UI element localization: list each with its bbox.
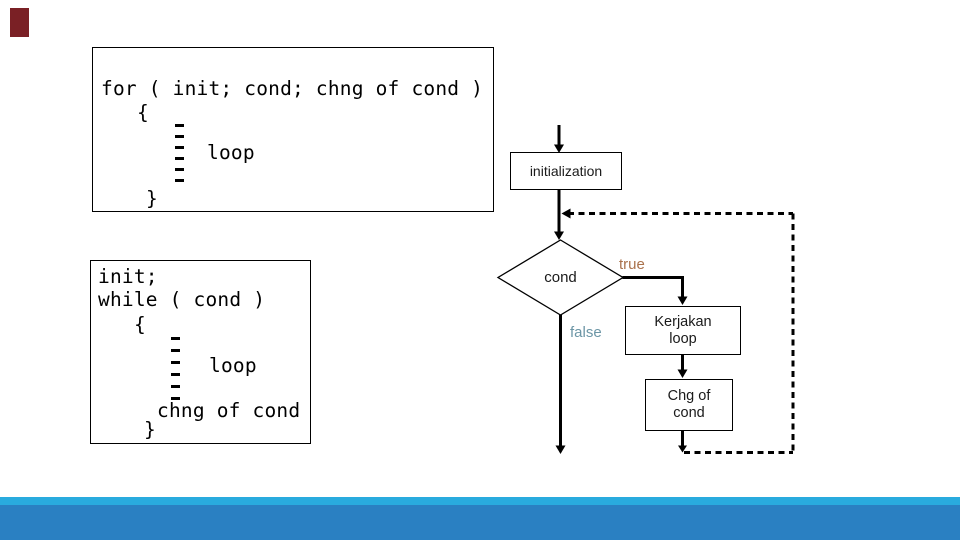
code-dash: [171, 337, 180, 340]
accent-rect: [10, 8, 29, 37]
code-dash: [171, 397, 180, 400]
while-init-line: init;: [98, 265, 158, 288]
arrowheads: [554, 144, 688, 454]
change-cond-box: Chg of cond: [645, 379, 733, 431]
code-dash: [175, 179, 184, 182]
while-close-brace: }: [144, 418, 156, 441]
true-branch-label: true: [619, 256, 645, 273]
code-dash: [175, 135, 184, 138]
code-dash: [175, 124, 184, 127]
code-dash: [171, 349, 180, 352]
loop-body-box: Kerjakan loop: [625, 306, 741, 355]
code-dash: [175, 157, 184, 160]
for-loop-label: loop: [207, 141, 255, 164]
dashed-loopback-path: [568, 212, 795, 454]
footer-accent-stripe: [0, 497, 960, 505]
code-dash: [175, 168, 184, 171]
for-loop-code-box: for ( init; cond; chng of cond ) { loop …: [92, 47, 494, 212]
code-dash-column: [175, 124, 184, 190]
change-cond-line1: Chg of: [667, 388, 711, 404]
code-dash-column: [171, 337, 180, 409]
code-dash: [171, 385, 180, 388]
while-header-line: while ( cond ): [98, 288, 266, 311]
code-dash: [171, 361, 180, 364]
false-branch-label: false: [570, 324, 602, 341]
for-header-line: for ( init; cond; chng of cond ): [101, 77, 484, 100]
for-open-brace: {: [137, 101, 149, 124]
solid-connectors: [557, 125, 684, 447]
loop-body-line1: Kerjakan: [654, 313, 712, 330]
while-loop-code-box: init; while ( cond ) { loop chng of cond…: [90, 260, 311, 444]
cond-diamond-label: cond: [544, 269, 577, 286]
initialization-label: initialization: [529, 162, 603, 179]
code-dash: [175, 146, 184, 149]
footer-band: [0, 505, 960, 540]
while-open-brace: {: [134, 313, 146, 336]
initialization-box: initialization: [510, 152, 622, 190]
while-change-line: chng of cond: [157, 399, 301, 422]
change-cond-line2: cond: [673, 405, 705, 421]
loop-body-line2: loop: [669, 330, 697, 347]
code-dash: [171, 373, 180, 376]
for-close-brace: }: [146, 187, 158, 210]
while-loop-label: loop: [209, 354, 257, 377]
